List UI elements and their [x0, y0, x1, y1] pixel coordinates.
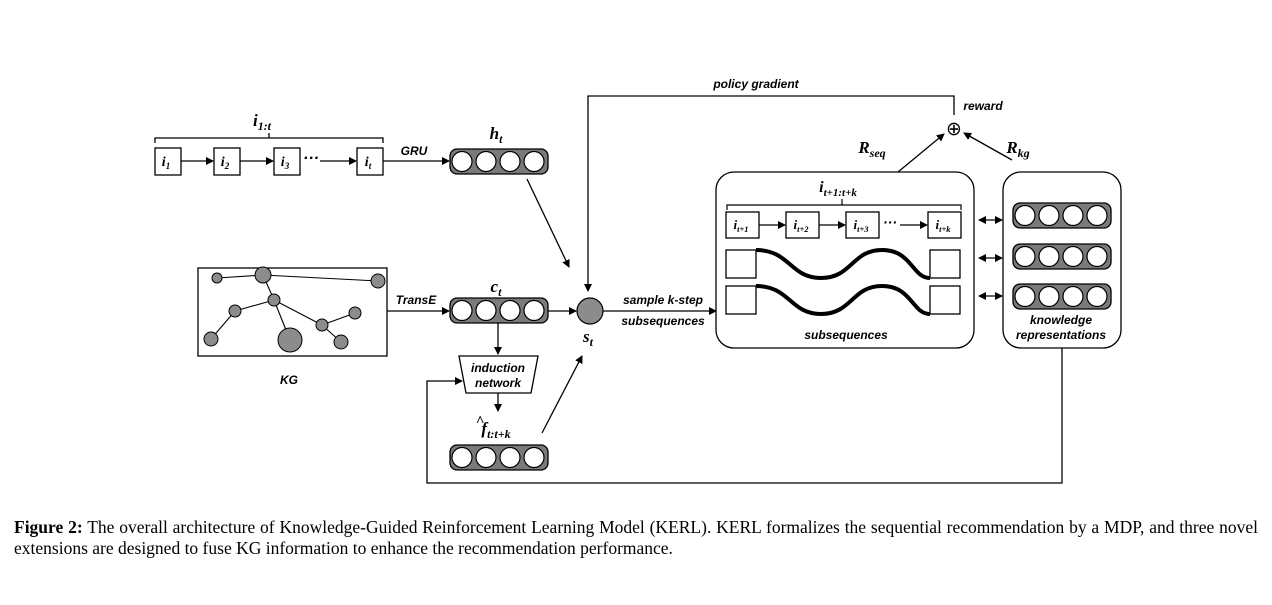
- svg-text:induction: induction: [471, 361, 525, 375]
- subsequence-row-1: [725, 247, 961, 281]
- subsequences-label: subsequences: [804, 328, 888, 342]
- svg-text:it: it: [365, 155, 372, 171]
- rkg-arrow: [963, 132, 1013, 161]
- knowledge-label-line1: knowledge: [1030, 313, 1092, 327]
- reward-plus: ⊕: [946, 118, 962, 140]
- transe-label: TransE: [396, 293, 437, 307]
- future-item-3: it+3: [845, 211, 880, 239]
- subsequence-row-2: [725, 283, 961, 317]
- ht-label: ht: [490, 124, 503, 146]
- figure-caption: Figure 2: The overall architecture of Kn…: [14, 517, 1258, 559]
- f-to-st-arrow: [541, 355, 583, 434]
- svg-text:i2: i2: [221, 155, 230, 171]
- f-hat-vector: [449, 444, 549, 471]
- svg-text:network: network: [475, 376, 522, 390]
- future-ellipsis: ···: [883, 214, 897, 230]
- feedback-arrow: [426, 348, 1063, 484]
- sequence-item-1: i1: [154, 147, 182, 176]
- gru-label: GRU: [401, 144, 428, 158]
- svg-text:i3: i3: [281, 155, 290, 171]
- caption-text: The overall architecture of Knowledge-Gu…: [14, 517, 1258, 558]
- future-item-1: it+1: [725, 211, 760, 239]
- reward-label: reward: [963, 99, 1003, 113]
- kg-nodes: [203, 266, 386, 353]
- ct-label: ct: [491, 277, 503, 299]
- sequence-item-t: it: [356, 147, 384, 176]
- knowledge-label-line2: representations: [1016, 328, 1106, 342]
- svg-text:it+2: it+2: [793, 217, 809, 234]
- sequence-brace: [154, 133, 384, 143]
- sequence-ellipsis: ···: [303, 150, 319, 167]
- architecture-diagram: i1:t i1 i2 i3 it ··· GRU ht: [154, 77, 1122, 484]
- future-item-2: it+2: [785, 211, 820, 239]
- st-label: st: [582, 327, 594, 349]
- sample-label-line1: sample k-step: [623, 293, 703, 307]
- ct-vector: [449, 297, 549, 324]
- kg-label: KG: [280, 373, 298, 387]
- figure-number: Figure 2:: [14, 517, 83, 537]
- sequence-item-3: i3: [273, 147, 301, 176]
- subsequences-box: [715, 171, 975, 349]
- induction-network: induction network: [458, 355, 539, 394]
- ht-vector: [449, 148, 549, 175]
- knowledge-vector-1: [1012, 202, 1112, 229]
- ht-to-st-arrow: [526, 178, 570, 268]
- f-hat-symbol: ^: [476, 414, 485, 430]
- sample-label-line2: subsequences: [621, 314, 705, 328]
- svg-text:it+1: it+1: [733, 217, 748, 234]
- state-node: [576, 297, 604, 325]
- svg-text:it+3: it+3: [853, 217, 869, 234]
- policy-gradient-label: policy gradient: [712, 77, 799, 91]
- knowledge-vector-2: [1012, 243, 1112, 270]
- future-item-k: it+k: [927, 211, 962, 239]
- future-label: it+1:t+k: [819, 179, 857, 199]
- rseq-arrow: [897, 133, 945, 173]
- rseq-label: Rseq: [857, 138, 885, 160]
- sequence-label: i1:t: [253, 111, 272, 133]
- future-brace: [726, 199, 962, 210]
- knowledge-vector-3: [1012, 283, 1112, 310]
- svg-text:it+k: it+k: [935, 217, 951, 234]
- policy-gradient-arrow: [584, 95, 955, 292]
- f-hat-label: ft:t+k: [481, 419, 510, 441]
- rkg-label: Rkg: [1005, 138, 1029, 160]
- svg-text:i1: i1: [162, 155, 170, 171]
- sequence-item-2: i2: [213, 147, 241, 176]
